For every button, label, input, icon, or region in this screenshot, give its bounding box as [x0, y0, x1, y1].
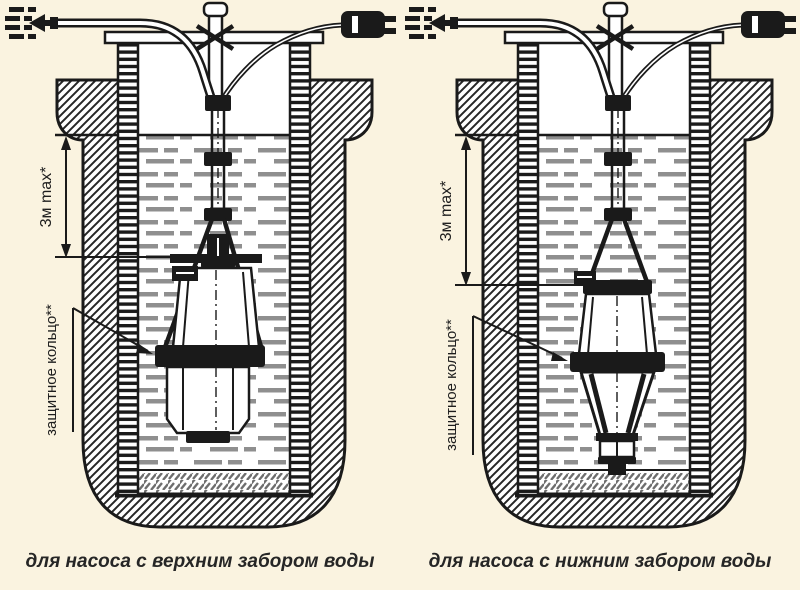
- well-structure: [5, 3, 396, 527]
- ring-label: защитное кольцо**: [443, 319, 460, 451]
- ring-label: защитное кольцо**: [43, 304, 60, 436]
- protective-ring: [570, 352, 665, 372]
- ring-pointer-icon: [136, 344, 153, 354]
- pump-bottom-intake: [570, 218, 665, 475]
- ring-label-group: защитное кольцо**: [43, 304, 153, 436]
- depth-label: 3м max*: [438, 181, 455, 242]
- pump-top-intake: [155, 218, 265, 443]
- well-drawing-bottom-intake: 3м max* защитное кольцо**: [400, 0, 800, 545]
- depth-measurement: 3м max*: [438, 136, 585, 286]
- protective-ring: [155, 345, 265, 367]
- diagram-bottom-intake: 3м max* защитное кольцо** для насоса с н…: [400, 0, 800, 590]
- ring-pointer-icon: [551, 352, 568, 361]
- caption-top-intake: для насоса с верхним забором воды: [25, 551, 375, 572]
- depth-arrow-up-icon: [461, 136, 471, 150]
- ring-label-group: защитное кольцо**: [443, 315, 568, 455]
- pump-top-cap: [583, 280, 652, 294]
- well-drawing-top-intake: 3м max* защитное кольцо**: [0, 0, 400, 545]
- depth-label: 3м max*: [38, 167, 55, 228]
- depth-arrow-down-icon: [61, 244, 71, 258]
- depth-arrow-down-icon: [461, 272, 471, 286]
- depth-measurement: 3м max*: [38, 136, 200, 258]
- depth-arrow-up-icon: [61, 136, 71, 150]
- caption-bottom-intake: для насоса с нижним забором воды: [428, 551, 772, 572]
- diagram-top-intake: 3м max* защитное кольцо** для насоса с в…: [0, 0, 400, 572]
